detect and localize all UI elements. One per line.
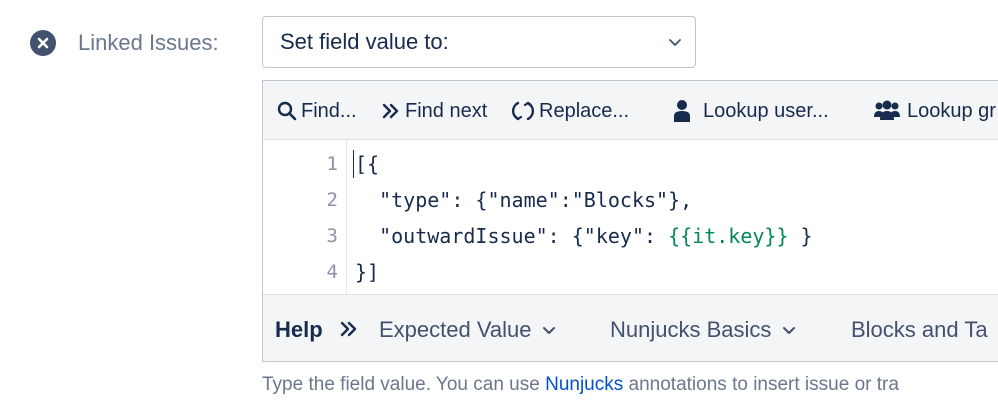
line-number: 1 (326, 153, 338, 175)
line-number: 2 (326, 189, 338, 211)
code-line: "type": {"name":"Blocks"}, (355, 188, 693, 212)
close-circle-icon (37, 37, 49, 49)
lookup-group-button[interactable]: Lookup gr (873, 99, 996, 123)
code-line: "outwardIssue": {"key": {{it.key}} } (355, 218, 813, 254)
code-editor: Find... Find next Replace... Lookup user… (262, 80, 998, 362)
refresh-icon (511, 101, 535, 121)
code-text: "outwardIssue": {"key": (355, 224, 669, 248)
value-mode-select[interactable]: Set field value to: (262, 16, 696, 68)
nunjucks-link[interactable]: Nunjucks (545, 374, 624, 395)
line-number: 3 (326, 225, 338, 247)
help-expected-value[interactable]: Expected Value (379, 317, 557, 343)
help-item-label: Blocks and Ta (851, 317, 988, 342)
code-text: } (788, 224, 813, 248)
user-icon (674, 100, 690, 122)
field-hint: Type the field value. You can use Nunjuc… (262, 374, 899, 396)
code-input-area[interactable]: 1 2 3 4 [{ "type": {"name":"Blocks"}, "o… (263, 139, 998, 295)
double-chevron-right-icon (382, 103, 399, 119)
help-blocks-and-tags[interactable]: Blocks and Ta (851, 317, 988, 343)
users-icon (874, 100, 900, 120)
lookup-user-label: Lookup user... (703, 100, 829, 122)
help-title: Help (275, 317, 323, 342)
chevron-down-icon (783, 327, 796, 334)
replace-button[interactable]: Replace... (511, 99, 629, 123)
help-item-label: Expected Value (379, 317, 532, 342)
replace-label: Replace... (539, 100, 630, 122)
help-bar: Help Expected Value Nunjucks Basics Bloc… (263, 295, 998, 361)
select-value: Set field value to: (280, 29, 449, 54)
template-expression: {{it.key}} (668, 224, 789, 248)
help-nunjucks-basics[interactable]: Nunjucks Basics (610, 317, 797, 343)
lookup-user-button[interactable]: Lookup user... (671, 99, 829, 123)
remove-field-button[interactable] (30, 30, 56, 56)
find-next-button[interactable]: Find next (381, 99, 487, 123)
line-number: 4 (326, 261, 338, 283)
editor-toolbar: Find... Find next Replace... Lookup user… (263, 81, 998, 139)
chevron-down-icon (543, 327, 556, 334)
field-label: Linked Issues: (78, 30, 219, 55)
chevron-down-icon (669, 39, 681, 46)
hint-text: annotations to insert issue or tra (623, 374, 899, 395)
find-button[interactable]: Find... (277, 99, 357, 123)
lookup-group-label: Lookup gr (907, 100, 996, 122)
text-cursor (353, 150, 354, 178)
hint-text: Type the field value. You can use (262, 374, 546, 395)
find-next-label: Find next (405, 100, 488, 122)
code-line: }] (355, 260, 380, 284)
search-icon (277, 101, 297, 121)
code-line: [{ (355, 152, 380, 176)
help-item-label: Nunjucks Basics (610, 317, 772, 342)
line-number-gutter: 1 2 3 4 (263, 140, 347, 294)
find-label: Find... (301, 100, 357, 122)
double-chevron-right-icon (340, 321, 357, 337)
